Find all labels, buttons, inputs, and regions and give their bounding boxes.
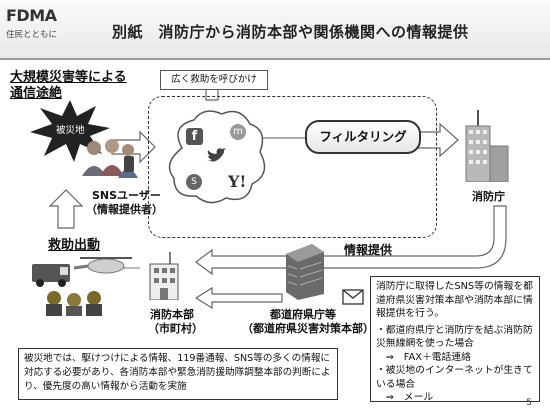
prefecture-label-1: 都道府県庁等 (270, 308, 336, 321)
logo-text: FDMA (6, 6, 57, 25)
info-text-internet: ・被災地のインターネットが生きている場合 (376, 365, 533, 390)
arrow-pref-to-firehq (194, 286, 283, 310)
logo-subtext: 住民とともに (6, 30, 58, 40)
info-text-mail: ⇒ メール (376, 392, 434, 403)
social-media-frame (148, 96, 437, 238)
disaster-response-note: 被災地では、駆けつけによる情報、119番通報、SNS等の多くの情報に対応する必要… (18, 348, 338, 400)
yahoo-icon: Y! (228, 172, 247, 191)
note-text: 被災地では、駆けつけによる情報、119番通報、SNS等の多くの情報に対応する必要… (24, 353, 331, 392)
arrow-info-return (195, 205, 507, 276)
filtering-box: フィルタリング (305, 120, 421, 154)
fire-hq-building-icon (149, 252, 179, 300)
rescue-vehicles-icon (32, 257, 132, 316)
fdma-label: 消防庁 (472, 190, 505, 203)
page-number: 5 (526, 398, 532, 408)
disaster-heading-line1: 大規模災害等による (10, 70, 127, 85)
sns-users-icon (82, 139, 138, 178)
twitter-icon (207, 148, 226, 162)
fdma-building-icon (465, 110, 509, 182)
info-text-radio: ・都道府県庁と消防庁を結ぶ消防防災無線網を使った場合 (376, 324, 533, 350)
prefecture-label-2: （都道府県災害対策本部） (242, 322, 374, 335)
info-provision-box: 消防庁に取得したSNS等の情報を都道府県災害対策本部や消防本部に情報提供を行う。… (370, 276, 540, 403)
fdma-logo: FDMA 住民とともに (6, 6, 62, 46)
info-text-main: 消防庁に取得したSNS等の情報を都道府県災害対策本部や消防本部に情報提供を行う。 (376, 281, 533, 319)
callout-wide-rescue: 広く救助を呼びかけ (160, 70, 268, 90)
fire-hq-label-1: 消防本部 (150, 308, 194, 321)
sns-users-label-1: SNSユーザー (92, 189, 161, 202)
arrow-rescue-up (48, 189, 84, 229)
fire-hq-label-2: （市町村） (148, 322, 203, 335)
header-bar (0, 0, 550, 60)
info-provision-label: 情報提供 (344, 243, 393, 257)
mail-icon (342, 289, 364, 305)
disaster-area-label: 被災地 (56, 125, 85, 136)
skype-icon: S (186, 174, 202, 190)
sns-users-label-2: （情報提供者） (86, 203, 163, 216)
rescue-heading: 救助出動 (48, 238, 101, 253)
facebook-icon: f (186, 128, 203, 145)
mixi-icon: m (230, 124, 246, 140)
arrow-to-fdma (417, 122, 459, 158)
info-text-fax: ⇒ FAX＋電話連絡 (376, 351, 471, 363)
disaster-heading-line2: 通信途絶 (10, 86, 63, 101)
page-title: 別紙 消防庁から消防本部や関係機関への情報提供 (112, 23, 469, 41)
prefecture-building-icon (286, 244, 324, 300)
arrow-to-cloud (111, 130, 156, 164)
